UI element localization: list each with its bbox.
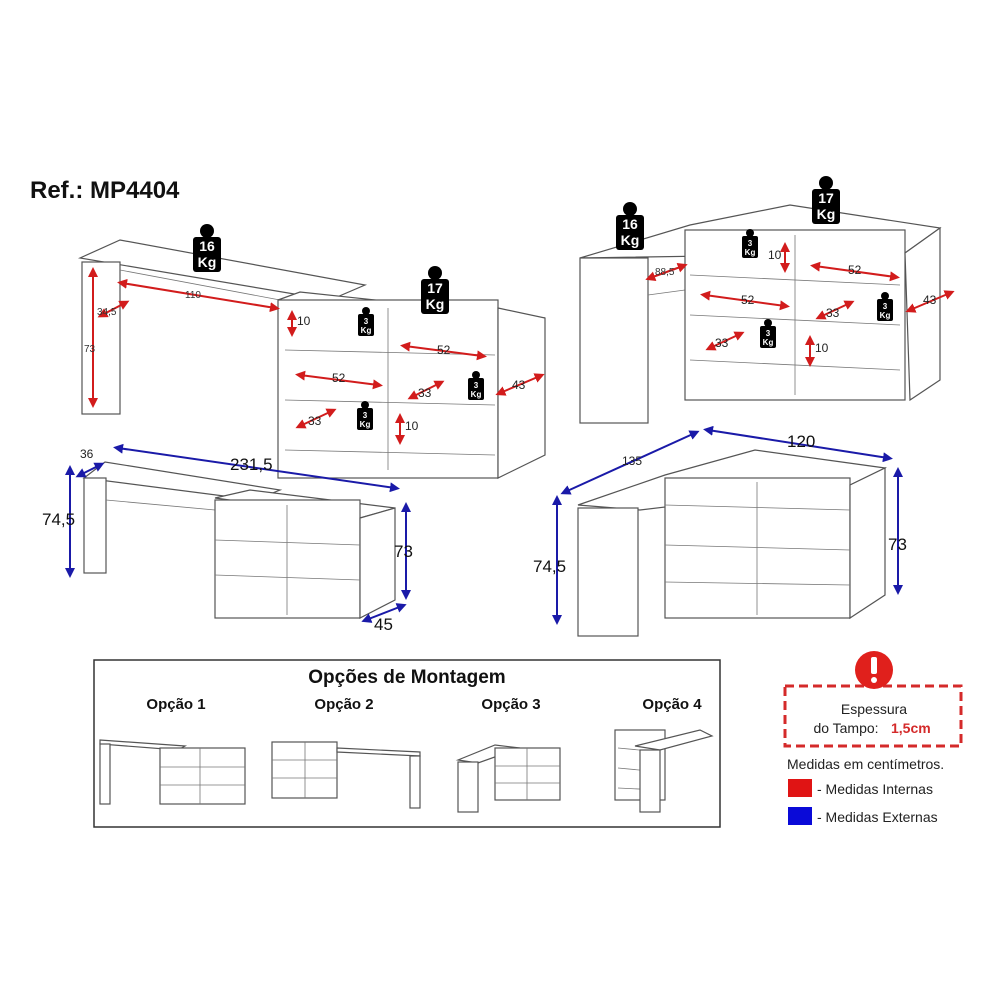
svg-text:3: 3 bbox=[883, 302, 888, 311]
options-title: Opções de Montagem bbox=[308, 667, 505, 688]
svg-text:Kg: Kg bbox=[745, 248, 756, 257]
external-view-left: 36 231,5 74,5 73 45 bbox=[42, 443, 413, 634]
external-view-right: 135 120 74,5 73 bbox=[533, 425, 907, 637]
svg-text:Kg: Kg bbox=[426, 296, 445, 312]
svg-text:17: 17 bbox=[818, 190, 834, 206]
internal-swatch bbox=[788, 779, 812, 797]
svg-text:Kg: Kg bbox=[361, 326, 372, 335]
dim-height-desk: 74,5 bbox=[42, 510, 75, 529]
dim-height-dresser: 73 bbox=[394, 542, 413, 561]
legend-external: - Medidas Externas bbox=[817, 809, 938, 825]
svg-text:Kg: Kg bbox=[198, 254, 217, 270]
dim-drawer-width: 52 bbox=[848, 263, 862, 277]
external-swatch bbox=[788, 807, 812, 825]
dim-depth: 135 bbox=[622, 454, 642, 468]
svg-text:Kg: Kg bbox=[621, 232, 640, 248]
svg-text:Espessura: Espessura bbox=[841, 701, 907, 717]
svg-text:Kg: Kg bbox=[817, 206, 836, 222]
svg-text:3: 3 bbox=[474, 381, 479, 390]
svg-text:do Tampo:: do Tampo: bbox=[813, 720, 878, 736]
dim-side-depth: 43 bbox=[923, 293, 937, 307]
option-4-label: Opção 4 bbox=[642, 696, 702, 713]
weight-drawer-icon: 3Kg bbox=[877, 292, 893, 321]
legend: Medidas em centímetros. - Medidas Intern… bbox=[787, 756, 944, 825]
dim-depth: 88,5 bbox=[655, 267, 675, 278]
dim-drawer-height: 10 bbox=[297, 314, 311, 328]
tabletop-thickness-notice: Espessura do Tampo: 1,5cm bbox=[783, 651, 963, 748]
svg-text:Kg: Kg bbox=[360, 420, 371, 429]
reference-title: Ref.: MP4404 bbox=[30, 177, 180, 204]
option-3-thumbnail bbox=[455, 744, 561, 813]
svg-text:Kg: Kg bbox=[471, 390, 482, 399]
svg-text:Kg: Kg bbox=[763, 338, 774, 347]
dim-height-desk: 74,5 bbox=[533, 557, 566, 576]
assembly-options-panel: Opções de Montagem Opção 1 Opção 2 Opção… bbox=[93, 659, 721, 828]
svg-text:Kg: Kg bbox=[880, 311, 891, 320]
svg-text:16: 16 bbox=[199, 238, 215, 254]
weight-drawer-icon: 3Kg bbox=[358, 307, 374, 336]
option-2-thumbnail bbox=[271, 741, 421, 809]
dim-drawer-depth: 33 bbox=[715, 336, 729, 350]
dim-depth: 36 bbox=[80, 447, 94, 461]
svg-text:16: 16 bbox=[622, 216, 638, 232]
dim-width: 120 bbox=[787, 432, 815, 451]
dim-drawer-height: 10 bbox=[768, 248, 782, 262]
option-3-label: Opção 3 bbox=[481, 696, 540, 713]
weight-drawer-icon: 3Kg bbox=[468, 371, 484, 400]
dim-side-depth: 43 bbox=[512, 378, 526, 392]
dim-width: 110 bbox=[185, 290, 201, 301]
dim-drawer-depth: 33 bbox=[418, 386, 432, 400]
dim-depth: 34,5 bbox=[97, 307, 117, 318]
dim-height-dresser: 73 bbox=[888, 535, 907, 554]
weight-drawer-icon: 3Kg bbox=[742, 229, 758, 258]
dim-drawer-depth: 33 bbox=[308, 414, 322, 428]
svg-text:3: 3 bbox=[363, 411, 368, 420]
svg-text:17: 17 bbox=[427, 280, 443, 296]
dim-width: 231,5 bbox=[230, 455, 273, 474]
dim-height: 73 bbox=[84, 344, 96, 355]
dim-drawer-width: 52 bbox=[332, 371, 346, 385]
dim-drawer-depth: 33 bbox=[826, 306, 840, 320]
svg-text:3: 3 bbox=[766, 329, 771, 338]
tabletop-thickness-value: 1,5cm bbox=[891, 720, 931, 736]
dim-drawer-width: 52 bbox=[437, 343, 451, 357]
dim-dresser-depth: 45 bbox=[374, 615, 393, 634]
dim-drawer-width: 52 bbox=[741, 293, 755, 307]
svg-text:3: 3 bbox=[364, 317, 369, 326]
units-note: Medidas em centímetros. bbox=[787, 756, 944, 772]
weight-drawer-icon: 3Kg bbox=[760, 319, 776, 348]
dim-drawer-height: 10 bbox=[815, 341, 829, 355]
svg-text:3: 3 bbox=[748, 239, 753, 248]
dim-drawer-height: 10 bbox=[405, 419, 419, 433]
weight-drawer-icon: 3Kg bbox=[357, 401, 373, 430]
legend-internal: - Medidas Internas bbox=[817, 781, 933, 797]
option-1-label: Opção 1 bbox=[146, 696, 205, 713]
option-1-thumbnail bbox=[99, 739, 246, 805]
option-2-label: Opção 2 bbox=[314, 696, 373, 713]
option-4-thumbnail bbox=[614, 729, 714, 813]
